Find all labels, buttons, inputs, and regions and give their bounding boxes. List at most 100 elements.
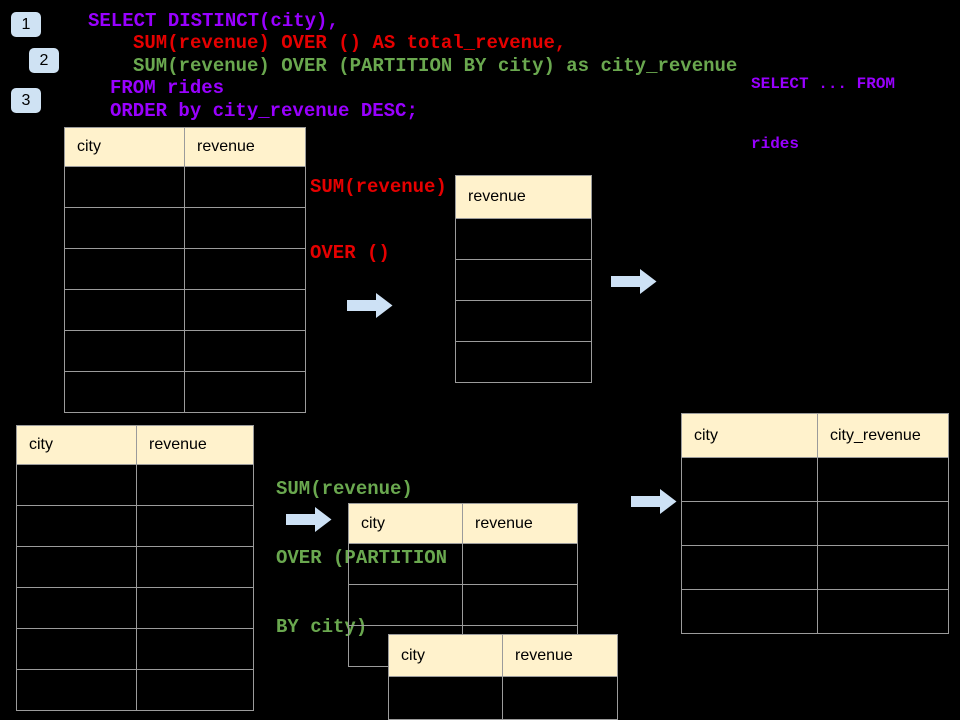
total-label-line1: SUM(revenue) (310, 176, 447, 198)
empty-cell (348, 584, 463, 626)
empty-cell (681, 545, 818, 590)
table-row (348, 584, 578, 626)
table-row (64, 289, 306, 331)
column-header-city: city (388, 634, 503, 677)
table-header-row: city revenue (64, 127, 306, 167)
table-partition-group-front: city revenue (388, 634, 618, 720)
total-revenue-window-label: SUM(revenue) OVER () (310, 132, 447, 308)
table-row (455, 259, 592, 301)
table-rides-source-top: city revenue (64, 127, 306, 413)
table-row (388, 676, 618, 720)
empty-cell (136, 587, 254, 629)
table-row (16, 546, 254, 588)
empty-cell (16, 628, 137, 670)
step-badge-1: 1 (11, 12, 41, 37)
empty-cell (455, 300, 592, 342)
empty-cell (64, 330, 185, 372)
column-header-revenue: revenue (136, 425, 254, 465)
empty-cell (16, 464, 137, 506)
empty-cell (64, 166, 185, 208)
arrow-right-icon (611, 269, 657, 294)
sql-line-city-revenue: SUM(revenue) OVER (PARTITION BY city) as… (133, 55, 738, 77)
table-header-row: city city_revenue (681, 413, 949, 458)
column-header-revenue: revenue (455, 175, 592, 219)
empty-cell (136, 505, 254, 547)
from-rides-note: SELECT ... FROM rides (751, 34, 895, 194)
empty-cell (136, 628, 254, 670)
column-header-city: city (64, 127, 185, 167)
column-header-revenue: revenue (502, 634, 618, 677)
empty-cell (184, 289, 306, 331)
empty-cell (16, 587, 137, 629)
empty-cell (455, 218, 592, 260)
empty-cell (681, 501, 818, 546)
from-note-line1: SELECT ... FROM (751, 75, 896, 93)
empty-cell (388, 676, 503, 720)
empty-cell (502, 676, 618, 720)
table-row (16, 628, 254, 670)
total-label-line2: OVER () (310, 242, 390, 264)
empty-cell (462, 543, 578, 585)
empty-cell (348, 543, 463, 585)
empty-cell (455, 259, 592, 301)
empty-cell (136, 464, 254, 506)
empty-cell (455, 341, 592, 383)
table-header-row: city revenue (348, 503, 578, 544)
table-city-revenue-result: city city_revenue (681, 413, 949, 634)
empty-cell (16, 505, 137, 547)
empty-cell (136, 669, 254, 711)
table-row (16, 669, 254, 711)
table-row (681, 545, 949, 590)
table-row (455, 300, 592, 342)
column-header-revenue: revenue (462, 503, 578, 544)
empty-cell (817, 457, 949, 502)
empty-cell (64, 248, 185, 290)
column-header-city: city (681, 413, 818, 458)
arrow-right-icon (347, 293, 393, 318)
table-row (455, 218, 592, 260)
empty-cell (64, 207, 185, 249)
empty-cell (184, 330, 306, 372)
table-row (64, 248, 306, 290)
empty-cell (817, 589, 949, 634)
table-row (16, 464, 254, 506)
empty-cell (681, 457, 818, 502)
table-row (348, 543, 578, 585)
empty-cell (681, 589, 818, 634)
sql-line-select: SELECT DISTINCT(city), (88, 10, 339, 32)
empty-cell (136, 546, 254, 588)
table-row (681, 589, 949, 634)
table-row (16, 587, 254, 629)
arrow-right-icon (631, 489, 677, 514)
table-row (681, 501, 949, 546)
table-header-row: city revenue (388, 634, 618, 677)
arrow-right-icon (286, 507, 332, 532)
sql-line-from: FROM rides (110, 77, 225, 99)
empty-cell (184, 207, 306, 249)
table-row (16, 505, 254, 547)
table-row (64, 330, 306, 372)
table-header-row: revenue (455, 175, 592, 219)
sql-line-order-by: ORDER by city_revenue DESC; (110, 100, 418, 122)
empty-cell (184, 166, 306, 208)
empty-cell (184, 248, 306, 290)
column-header-city-revenue: city_revenue (817, 413, 949, 458)
empty-cell (64, 371, 185, 413)
step-badge-2: 2 (29, 48, 59, 73)
table-row (64, 207, 306, 249)
partition-label-line1: SUM(revenue) (276, 478, 413, 500)
step-badge-3: 3 (11, 88, 41, 113)
from-note-line2: rides (751, 135, 800, 153)
table-rides-source-bottom: city revenue (16, 425, 254, 711)
column-header-city: city (348, 503, 463, 544)
empty-cell (16, 546, 137, 588)
column-header-city: city (16, 425, 137, 465)
table-row (681, 457, 949, 502)
table-row (455, 341, 592, 383)
column-header-revenue: revenue (184, 127, 306, 167)
empty-cell (64, 289, 185, 331)
table-row (64, 371, 306, 413)
table-header-row: city revenue (16, 425, 254, 465)
empty-cell (817, 501, 949, 546)
